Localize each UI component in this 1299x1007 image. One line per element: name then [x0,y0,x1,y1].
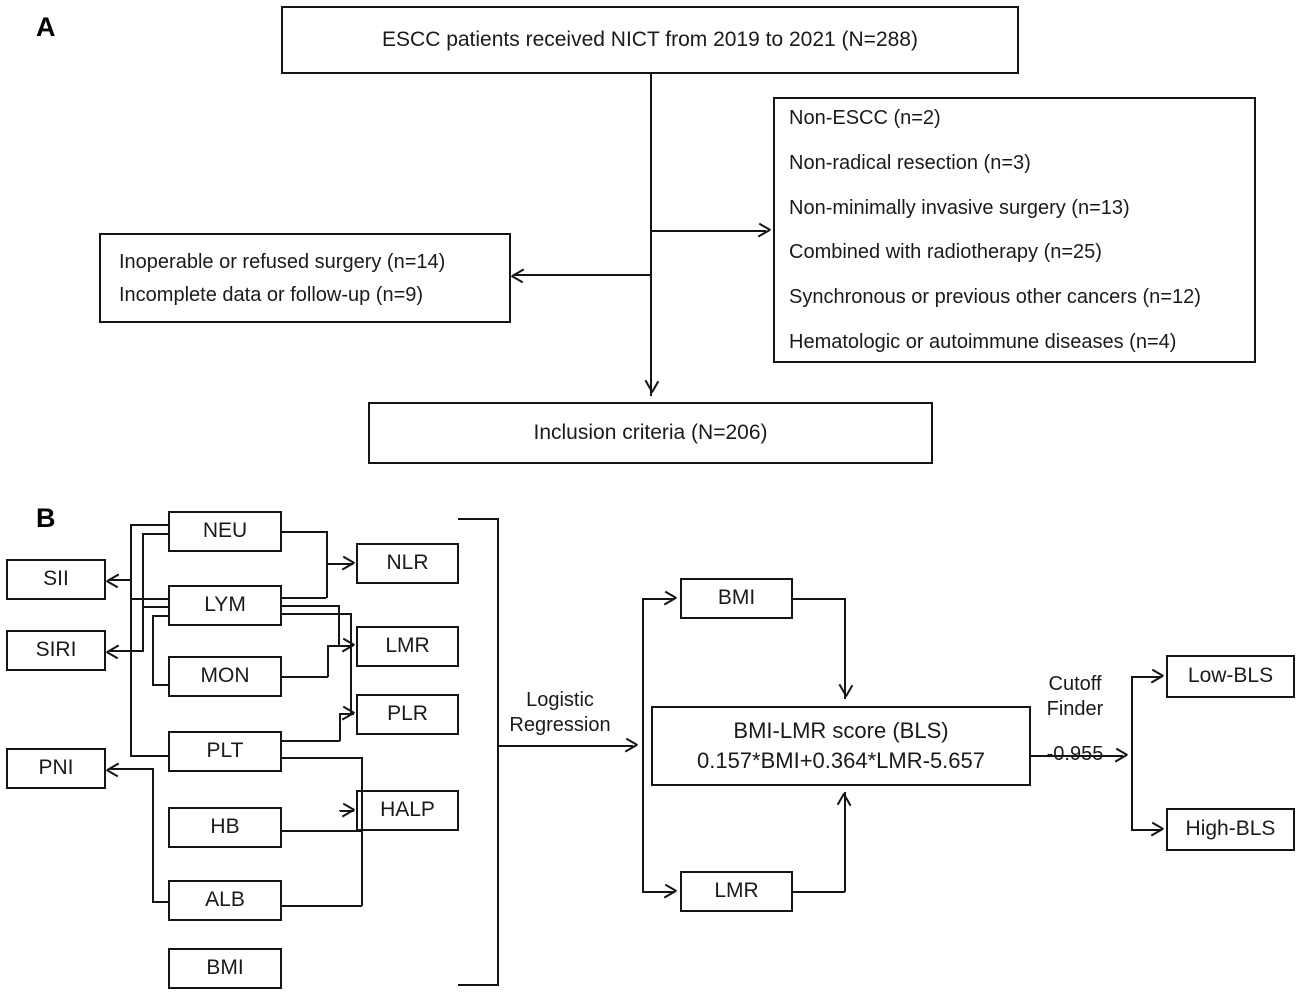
panel-b-selected-lmr: LMR [680,871,793,912]
panel-b-input-plt: PLT [168,731,282,772]
exclusion-item: Synchronous or previous other cancers (n… [789,286,1201,309]
panel-b-selected-bmi: BMI [680,578,793,619]
panel-b-bracket-top [458,518,499,520]
edge-lym-out-lmr [282,605,339,607]
edge-mon-siri-top [152,615,170,617]
logistic-regression-line2: Regression [509,714,611,736]
panel-b-ratio-halp: HALP [356,790,459,831]
panel-b-input-neu: NEU [168,511,282,552]
edge-lmr-out [793,891,845,893]
cutoff-finder-line1: Cutoff [1048,673,1102,695]
edge-lym-plr-down [350,613,352,714]
panel-b-group-high-bls: High-BLS [1166,808,1295,851]
edge-mon-left-siri [152,684,170,686]
panel-a-exclusion-box-left: Inoperable or refused surgery (n=14) Inc… [99,233,511,323]
exclusion-item: Combined with radiotherapy (n=25) [789,241,1102,264]
panel-b-ratio-nlr: NLR [356,543,459,584]
logistic-regression-line1: Logistic [526,689,594,711]
exclusion-item: Inoperable or refused surgery (n=14) [119,250,446,273]
edge-to-halp [340,810,354,812]
cutoff-finder-line2: Finder [1046,698,1104,720]
panel-b-input-alb: ALB [168,880,282,921]
exclusion-item: Incomplete data or follow-up (n=9) [119,283,424,306]
exclusion-item: Non-ESCC (n=2) [789,107,941,129]
panel-b-group-low-bls: Low-BLS [1166,655,1295,698]
score-title: BMI-LMR score (BLS) [733,718,949,744]
edge-split-to-bmi [642,598,673,600]
edge-plt-plr-riser [339,713,341,741]
panel-b-index-siri: SIRI [6,630,106,671]
panel-b-bracket-bottom [458,984,499,986]
panel-a-inclusion-box: Inclusion criteria (N=206) [368,402,933,464]
edge-bmi-down [844,598,846,699]
edge-to-siri [110,650,144,652]
edge-lym-lmr-down [338,605,340,646]
edge-halp-joint [339,810,341,811]
edge-bls-split-riser [1131,676,1133,830]
edge-sii-bus [130,524,132,580]
edge-lym-to-nlr [282,597,326,599]
edge-sii-bus-long [130,579,132,756]
edge-alb-out-halp [282,905,362,907]
edge-alb-halp-riser [361,810,363,906]
panel-b-score-box: BMI-LMR score (BLS) 0.157*BMI+0.364*LMR-… [651,706,1031,786]
edge-pni-bus [152,768,154,902]
edge-hb-out [282,830,362,832]
edge-lym-left-sii [130,598,170,600]
edge-bmi-out [793,598,845,600]
edge-cutoff-arrow-line [1031,755,1123,757]
edge-lym-out-plr [282,613,350,615]
panel-b-input-bmi: BMI [168,948,282,989]
cutoff-value-label: -0.955 [1046,743,1104,765]
edge-to-nlr [326,563,353,565]
panel-a-source-box: ESCC patients received NICT from 2019 to… [281,6,1019,74]
edge-lym-left-siri [142,606,170,608]
edge-siri-bus [142,533,144,651]
edge-mon-siri-riser [152,615,154,685]
panel-b-input-mon: MON [168,656,282,697]
score-formula: 0.157*BMI+0.364*LMR-5.657 [696,748,986,773]
panel-a-left-branch-line [515,274,651,276]
edge-logistic-arrow-line [497,745,633,747]
edge-alb-left-pni [152,901,170,903]
edge-mon-out [282,676,328,678]
edge-lmr-up [844,792,846,892]
panel-b-index-sii: SII [6,559,106,600]
exclusion-item: Non-minimally invasive surgery (n=13) [789,196,1130,219]
edge-to-lmr [338,645,353,647]
edge-to-plr [340,713,354,715]
panel-b-input-hb: HB [168,807,282,848]
panel-a-right-branch-line [650,230,766,232]
edge-to-pni [110,768,152,770]
edge-mon-to-lmr [327,645,339,647]
edge-neu-down [326,531,328,564]
panel-a-label: A [36,12,56,42]
panel-b-ratio-lmr: LMR [356,626,459,667]
panel-a-trunk-line [650,74,652,396]
panel-b-index-pni: PNI [6,748,106,789]
edge-to-low-bls [1131,676,1161,678]
panel-b-ratio-plr: PLR [356,694,459,735]
edge-to-high-bls [1131,829,1161,831]
edge-neu-out [282,531,326,533]
panel-b-input-lym: LYM [168,585,282,626]
edge-plt-out-halp [282,757,362,759]
edge-mon-riser [327,645,329,677]
edge-neu-left-siri [142,533,170,535]
edge-plt-left-sii [130,755,170,757]
panel-b-label: B [36,503,56,533]
cutoff-finder-label: Cutoff Finder [1030,672,1120,722]
edge-neu-left [130,524,170,526]
panel-b-bracket-spine [497,518,499,985]
panel-a-exclusion-box-right: Non-ESCC (n=2) Non-radical resection (n=… [773,97,1256,363]
logistic-regression-label: Logistic Regression [495,688,625,738]
exclusion-item: Hematologic or autoimmune diseases (n=4) [789,330,1177,353]
exclusion-item: Non-radical resection (n=3) [789,151,1031,174]
edge-split-to-lmr [642,891,673,893]
edge-split-riser [642,598,644,892]
edge-to-sii [110,579,132,581]
edge-plt-out-plr [282,740,340,742]
edge-lym-nlr-riser [326,563,328,598]
edge-plt-halp-down [361,757,363,811]
